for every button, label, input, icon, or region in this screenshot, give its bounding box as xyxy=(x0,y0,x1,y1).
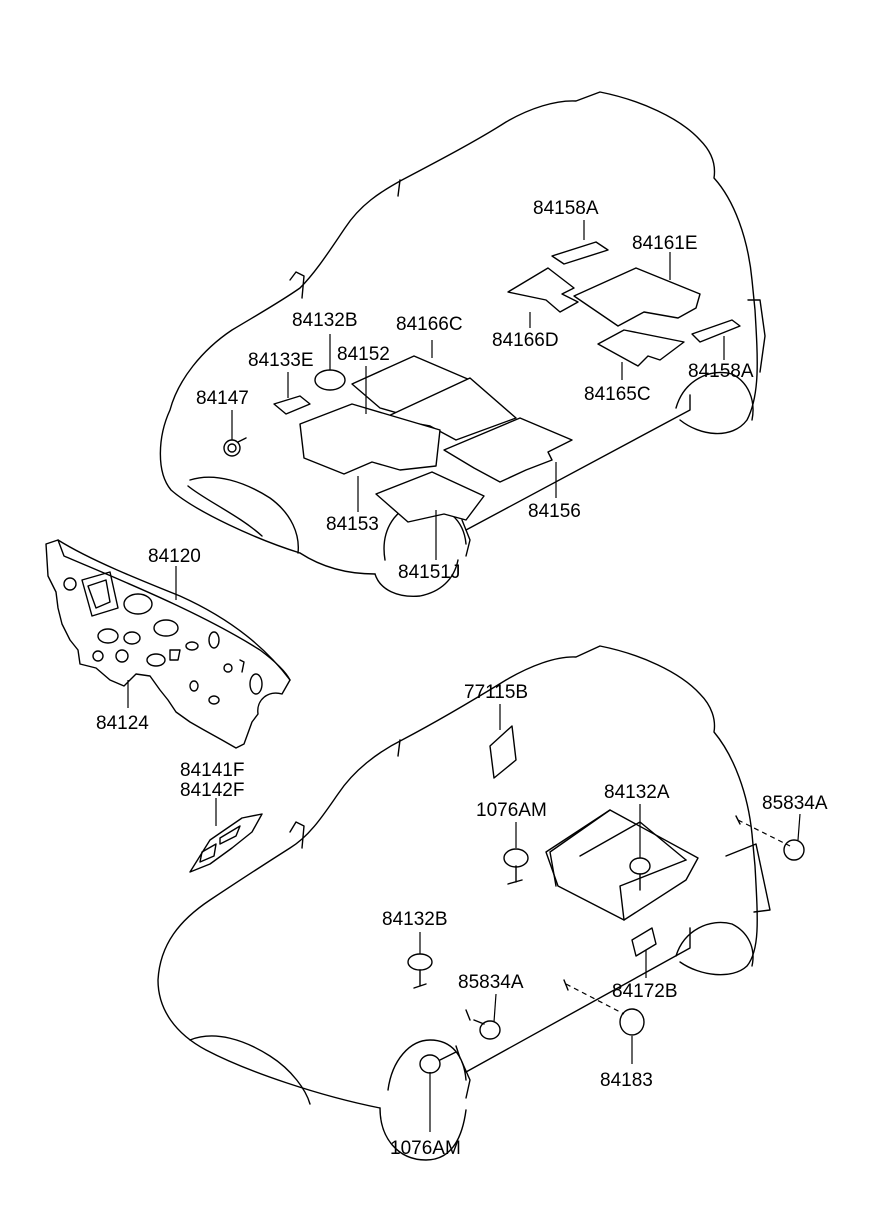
label-84142F: 84142F xyxy=(180,780,244,801)
label-85834A-center: 85834A xyxy=(458,972,524,993)
label-84161E: 84161E xyxy=(632,233,698,254)
part-labels: 84158A 84161E 84132B 84166C 84166D 84133… xyxy=(96,198,828,1159)
label-84133E: 84133E xyxy=(248,350,314,371)
label-84147: 84147 xyxy=(196,388,249,409)
label-84158A-top: 84158A xyxy=(533,198,599,219)
label-1076AM-bottom: 1076AM xyxy=(390,1138,461,1159)
plug-85834A-right xyxy=(735,815,805,861)
label-84183: 84183 xyxy=(600,1070,653,1091)
floor-pad-84156 xyxy=(443,417,573,483)
bracket-84141F xyxy=(189,813,263,873)
floor-pad-84166D xyxy=(507,267,579,313)
floor-pad-84158A-top xyxy=(551,241,609,265)
label-84120: 84120 xyxy=(148,546,201,567)
clip-84147 xyxy=(223,437,247,457)
label-84153: 84153 xyxy=(326,514,379,535)
floor-pad-84161E xyxy=(573,267,701,327)
sticker-84172B xyxy=(631,927,657,957)
label-85834A-right: 85834A xyxy=(762,793,828,814)
label-77115B: 77115B xyxy=(464,682,528,703)
plug-84132B-bottom xyxy=(407,953,433,989)
label-84152: 84152 xyxy=(337,344,390,365)
floor-pad-84165C xyxy=(597,329,685,367)
label-84166D: 84166D xyxy=(492,330,559,351)
bottom-leaders xyxy=(215,704,801,1132)
label-84141F: 84141F xyxy=(180,760,244,781)
tray-84132A xyxy=(545,809,699,921)
pad-84133E xyxy=(273,395,311,415)
dash-leaders xyxy=(127,566,177,708)
plug-1076AM-bottom xyxy=(419,1045,461,1074)
label-77115B-sticker xyxy=(489,725,517,779)
label-84132B-top: 84132B xyxy=(292,310,358,331)
floor-pad-84153 xyxy=(299,403,441,475)
label-1076AM-top: 1076AM xyxy=(476,800,547,821)
floor-pad-84151J xyxy=(375,471,485,523)
plug-84183 xyxy=(563,979,645,1036)
label-84132A: 84132A xyxy=(604,782,670,803)
label-84132B-bottom: 84132B xyxy=(382,909,448,930)
top-leaders xyxy=(231,220,725,560)
label-84172B: 84172B xyxy=(612,981,678,1002)
dash-panel-84120 xyxy=(45,539,291,749)
plug-85834A-center xyxy=(465,1009,501,1040)
top-vehicle-outline xyxy=(159,91,766,597)
label-84156: 84156 xyxy=(528,501,581,522)
plug-1076AM-top xyxy=(503,848,529,885)
bottom-vehicle-outline xyxy=(157,645,771,1161)
label-84158A-right: 84158A xyxy=(688,361,754,382)
floor-pad-84158A-right xyxy=(691,319,741,343)
label-84124: 84124 xyxy=(96,713,149,734)
label-84166C: 84166C xyxy=(396,314,463,335)
plug-84132B-top xyxy=(314,369,346,391)
label-84165C: 84165C xyxy=(584,384,651,405)
label-84151J: 84151J xyxy=(398,562,460,583)
